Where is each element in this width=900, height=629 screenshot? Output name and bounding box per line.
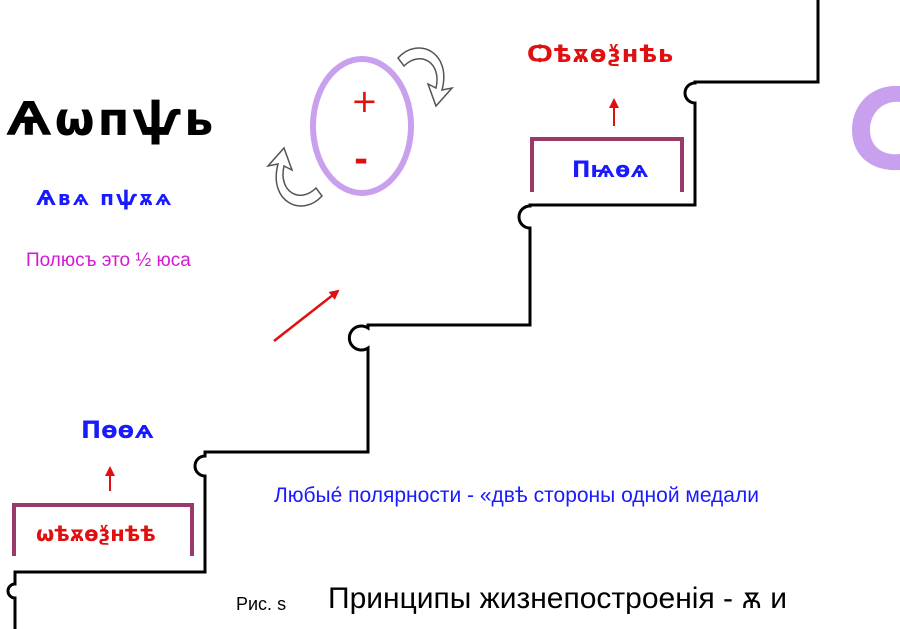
top-box-bracket — [530, 137, 684, 192]
ascent-arrow — [273, 289, 340, 342]
page-subtitle: Ѧвѧ пѱѫѧ — [36, 186, 174, 210]
polarity-note: Любые́ полярности - «двѣ стороны одной м… — [274, 484, 759, 507]
bottom-box-bracket — [12, 503, 194, 556]
bottom-box-label: ѡѣѫѳѯнѣѣ — [36, 522, 156, 546]
minus-sign: - — [354, 140, 369, 180]
figure-label: Рис. ѕ — [236, 594, 287, 614]
figure-caption: Принципы жизнепостроенія - ѫ и — [328, 582, 787, 615]
bottom-blue-label: Пѳѳѧ — [81, 416, 155, 444]
top-box-label: Пѩѳѧ — [572, 158, 649, 183]
rotation-arrow-top-icon — [397, 47, 455, 108]
staircase-line — [6, 0, 820, 629]
pole-note: Полюсъ это ½ юса — [26, 250, 191, 271]
rotation-arrow-bottom-icon — [265, 146, 323, 207]
page-title: Ѧѡпѱь — [6, 92, 217, 146]
top-red-label: Ѻѣѫѳѯнѣь — [527, 40, 675, 68]
plus-sign: + — [351, 82, 378, 120]
partial-glyph-icon — [852, 85, 900, 171]
polarity-ellipse — [310, 56, 414, 196]
